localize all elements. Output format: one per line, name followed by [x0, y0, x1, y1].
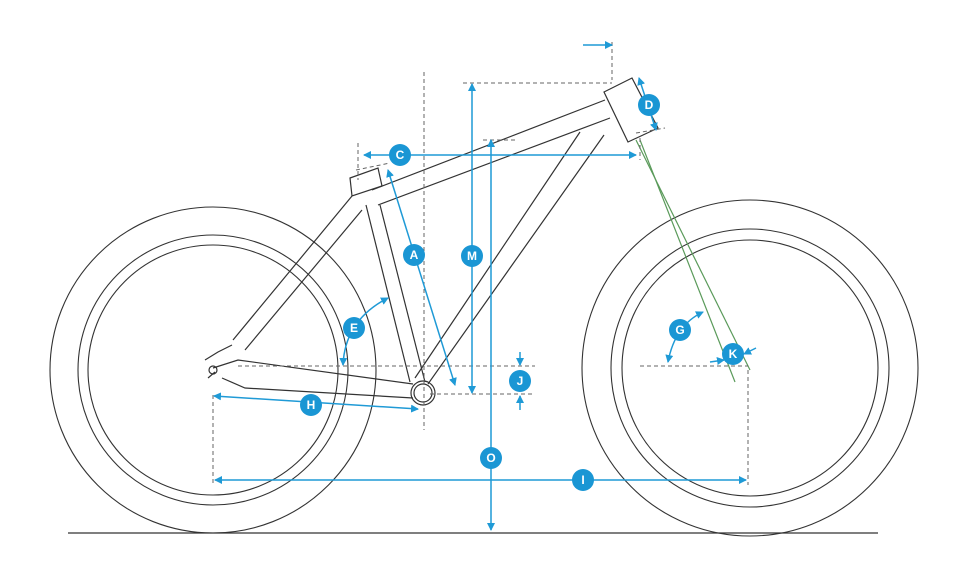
svg-text:C: C	[396, 148, 405, 162]
svg-text:I: I	[581, 473, 584, 487]
label-c: C	[389, 144, 411, 166]
svg-text:D: D	[645, 98, 654, 112]
svg-text:E: E	[350, 321, 358, 335]
svg-text:J: J	[517, 374, 524, 388]
rear-wheel	[49, 206, 377, 534]
label-i: I	[572, 469, 594, 491]
reference-lines	[212, 42, 749, 485]
label-d: D	[638, 94, 660, 116]
label-g: G	[669, 319, 691, 341]
label-o: O	[480, 447, 502, 469]
svg-text:M: M	[467, 249, 477, 263]
svg-text:H: H	[307, 398, 316, 412]
svg-text:G: G	[675, 323, 684, 337]
label-e: E	[343, 317, 365, 339]
front-wheel	[581, 199, 919, 537]
label-m: M	[461, 245, 483, 267]
fork	[635, 139, 751, 383]
frame	[204, 77, 659, 406]
label-a: A	[403, 244, 425, 266]
label-j: J	[509, 370, 531, 392]
svg-text:A: A	[410, 248, 419, 262]
label-k: K	[722, 343, 744, 365]
svg-text:K: K	[729, 347, 738, 361]
svg-text:O: O	[486, 451, 495, 465]
label-h: H	[300, 394, 322, 416]
